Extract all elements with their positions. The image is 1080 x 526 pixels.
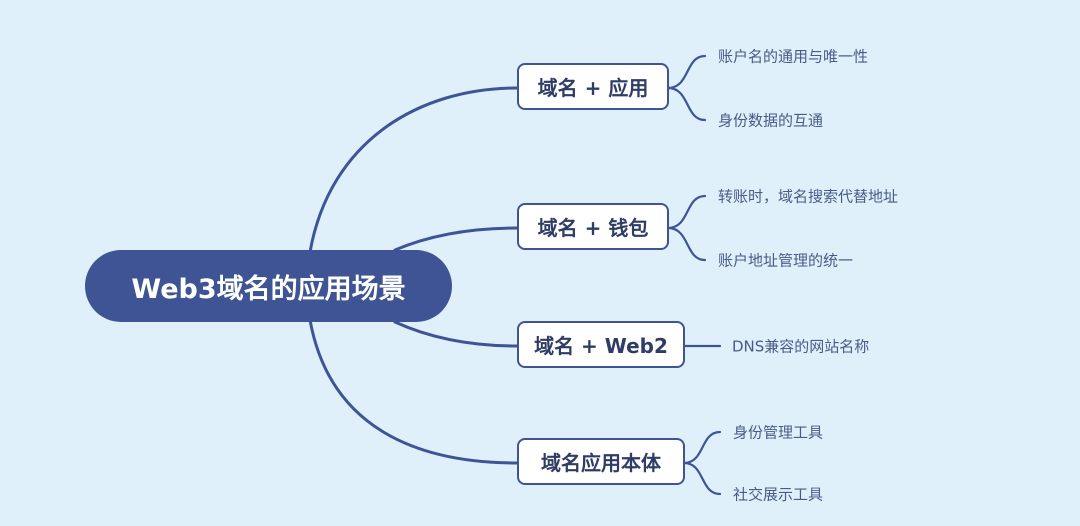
- connector-leaf-1-1: [666, 54, 707, 90]
- branch-label: 域名应用本体: [541, 451, 661, 475]
- branch-node-web2[interactable]: 域名 + Web2: [517, 321, 685, 368]
- connector-leaf-2-2: [666, 226, 707, 262]
- branch-label: 域名 + Web2: [534, 334, 668, 358]
- connector-leaf-2-1: [666, 194, 707, 230]
- connector-leaf-4-1: [682, 430, 722, 465]
- root-node[interactable]: Web3域名的应用场景: [85, 250, 452, 322]
- branch-node-wallet[interactable]: 域名 + 钱包: [517, 203, 669, 250]
- branch-label: 域名 + 钱包: [537, 216, 649, 240]
- connector-root-branch-4: [308, 318, 519, 465]
- connector-root-branch-3: [393, 320, 519, 348]
- connector-leaf-1-2: [666, 86, 707, 122]
- leaf-node[interactable]: 身份管理工具: [733, 423, 824, 442]
- root-label: Web3域名的应用场景: [131, 273, 406, 305]
- branch-node-core[interactable]: 域名应用本体: [517, 438, 685, 485]
- leaf-node[interactable]: 账户名的通用与唯一性: [718, 47, 869, 66]
- connector-leaf-4-2: [682, 461, 722, 496]
- leaf-node[interactable]: 身份数据的互通: [718, 111, 824, 130]
- leaf-node[interactable]: DNS兼容的网站名称: [732, 337, 870, 356]
- connector-root-branch-2: [393, 226, 519, 252]
- connector-root-branch-1: [308, 86, 519, 254]
- branch-label: 域名 + 应用: [537, 76, 649, 100]
- branch-node-app[interactable]: 域名 + 应用: [517, 63, 669, 110]
- leaf-node[interactable]: 转账时，域名搜索代替地址: [718, 187, 899, 206]
- leaf-node[interactable]: 账户地址管理的统一: [718, 251, 854, 270]
- leaf-node[interactable]: 社交展示工具: [733, 485, 824, 504]
